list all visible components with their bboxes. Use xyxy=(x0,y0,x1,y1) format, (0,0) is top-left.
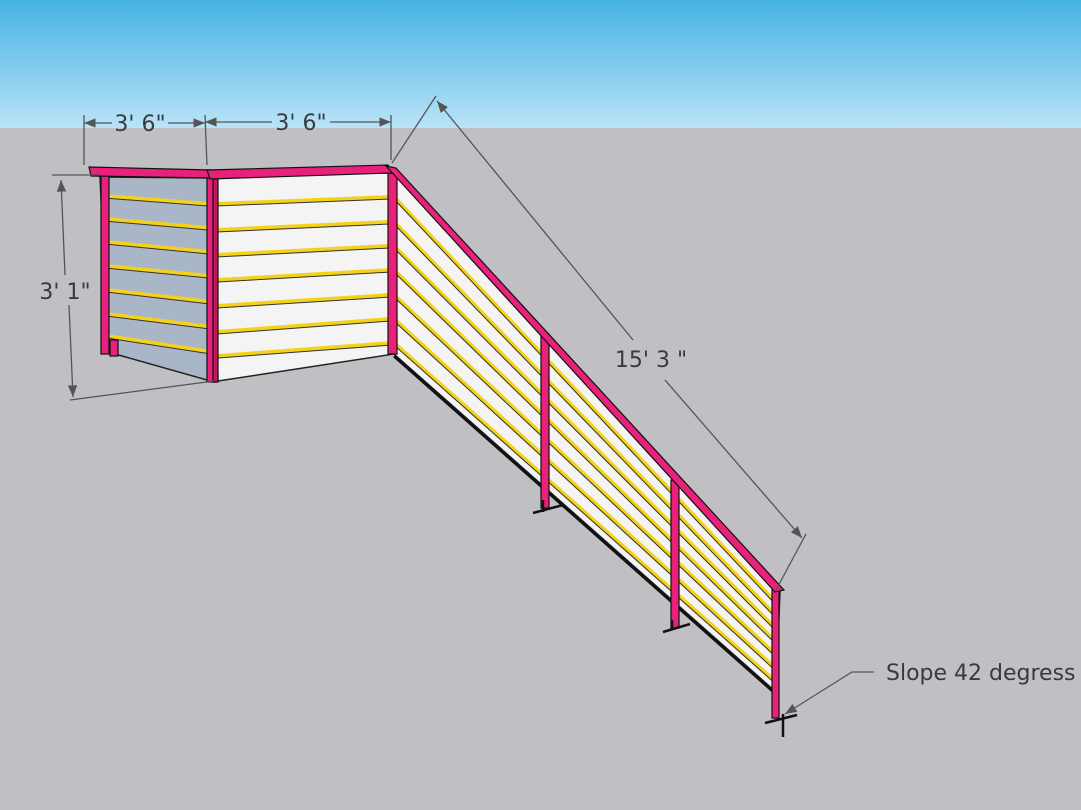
dim-stair-length-b xyxy=(664,379,803,539)
dim-height-b xyxy=(67,304,78,398)
stair-panel-cables xyxy=(392,195,780,685)
post-stair-3 xyxy=(771,587,780,719)
post-left-foot xyxy=(109,339,119,357)
dim-stair-length-label: 15' 3 " xyxy=(615,348,687,373)
slope-leader xyxy=(784,671,874,715)
sky xyxy=(0,0,1081,128)
dim-middle-width-label: 3' 6" xyxy=(275,111,326,136)
dim-left-width-label: 3' 6" xyxy=(114,112,165,137)
left-panel-cables xyxy=(103,194,212,354)
slope-note: Slope 42 degress xyxy=(886,661,1076,686)
stair-panel-cable-edges xyxy=(393,198,779,686)
frame xyxy=(88,164,786,719)
post-left xyxy=(100,173,110,355)
post-corner-inner xyxy=(212,173,219,383)
post-stair-2 xyxy=(670,479,680,629)
stair-bottom-edge xyxy=(393,354,777,696)
dimension-lines xyxy=(52,95,874,715)
middle-panel xyxy=(213,171,395,382)
post-landing xyxy=(387,169,398,355)
middle-panel-cable-edges xyxy=(215,198,393,359)
middle-panel-cables xyxy=(215,195,393,358)
post-stair-1 xyxy=(540,333,550,509)
dim-height-a xyxy=(56,179,67,276)
dim-height-label: 3' 1" xyxy=(39,280,90,305)
post-base-plates xyxy=(532,500,798,737)
dim-stair-length-a xyxy=(436,100,634,341)
left-panel-cable-edges xyxy=(103,197,212,355)
top-rail-stair xyxy=(384,165,786,593)
